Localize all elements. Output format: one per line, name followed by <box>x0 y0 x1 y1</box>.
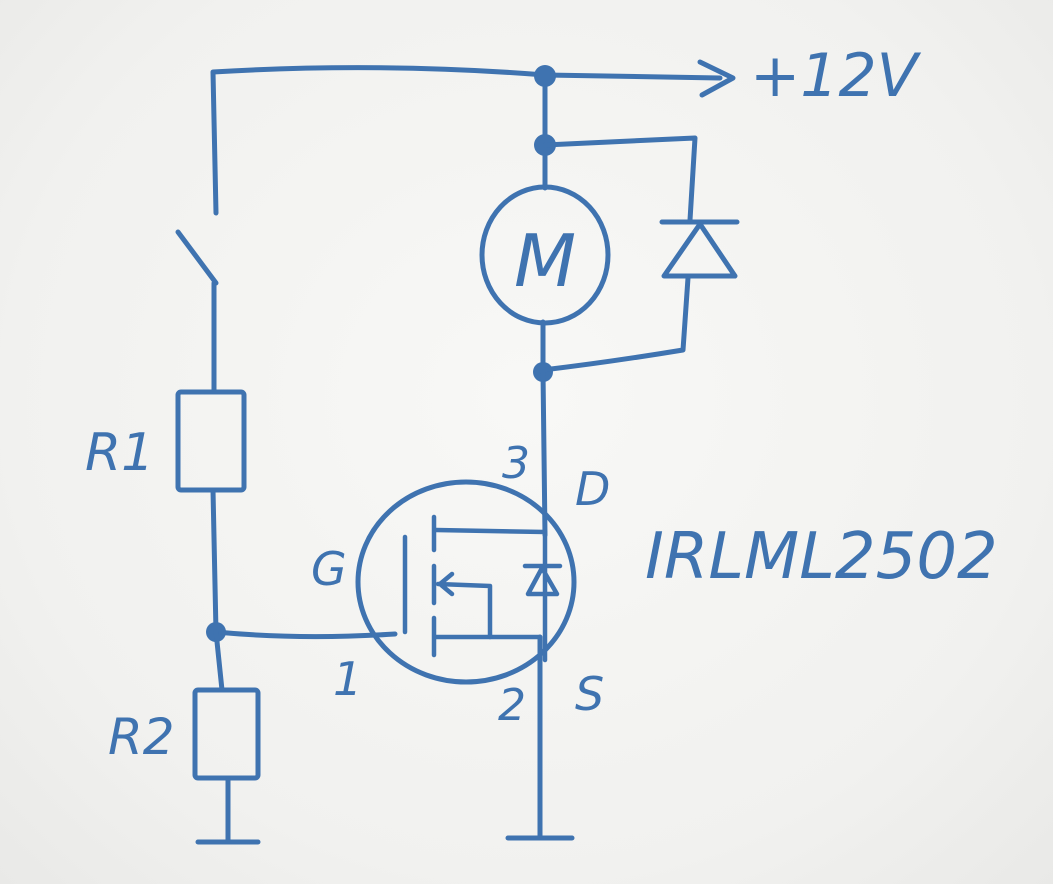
diode-loop-wire <box>540 135 698 373</box>
r2-label: R2 <box>108 708 175 766</box>
drain-wire <box>540 369 548 538</box>
gate-pin-number: 1 <box>333 652 362 706</box>
r2-resistor <box>192 687 261 781</box>
mosfet-drain-stub <box>433 527 548 535</box>
supply-node-dot <box>534 65 556 87</box>
mosfet-body-arrow-icon <box>435 571 493 640</box>
gate-wire <box>213 629 398 640</box>
motor-label: M <box>514 219 576 303</box>
mosfet-circle <box>355 479 577 685</box>
switch-lever <box>175 229 219 286</box>
drain-label: D <box>575 462 610 516</box>
r1-resistor <box>175 389 247 493</box>
supply-arrow-icon <box>697 59 736 98</box>
mosfet-body-diode-icon <box>522 532 563 663</box>
r2-upper-wire <box>213 629 225 693</box>
top-rail-wire <box>210 65 723 216</box>
supply-label: +12V <box>750 41 922 111</box>
mosfet-part-label: IRLML2502 <box>645 520 998 594</box>
source-pin-number: 2 <box>498 680 526 731</box>
source-label: S <box>575 667 604 721</box>
r1-lower-wire <box>210 487 219 635</box>
flyback-diode-icon <box>659 219 740 279</box>
r1-label: R1 <box>85 423 154 483</box>
gate-label: G <box>311 542 347 596</box>
drain-pin-number: 3 <box>502 438 530 489</box>
